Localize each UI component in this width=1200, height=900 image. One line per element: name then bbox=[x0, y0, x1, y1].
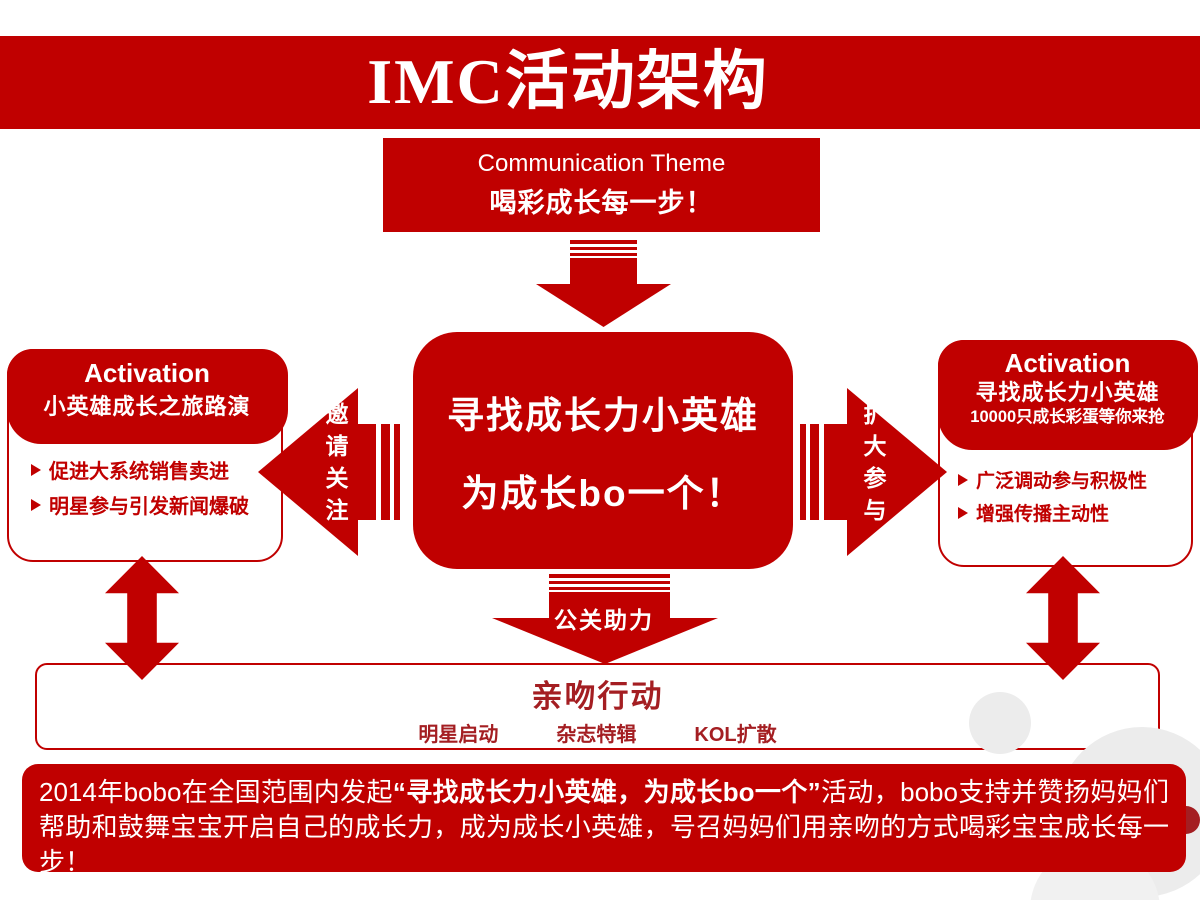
expand-arrow-label: 扩大参与 bbox=[860, 402, 886, 530]
bullet-arrow-icon bbox=[958, 473, 968, 486]
action-item: 明星启动 bbox=[418, 724, 499, 746]
bullet-text: 广泛调动参与积极性 bbox=[976, 471, 1148, 492]
left-panel-bullets: 促进大系统销售卖进 明星参与引发新闻爆破 bbox=[31, 455, 249, 519]
bullet-arrow-icon bbox=[31, 498, 41, 511]
summary-text-highlight: “寻找成长力小英雄，为成长bo一个” bbox=[392, 777, 821, 807]
summary-text-pre: 2014年bobo在全国范围内发起 bbox=[39, 777, 393, 807]
right-panel-title: Activation bbox=[1004, 347, 1131, 378]
communication-theme-box: Communication Theme 喝彩成长每一步！ bbox=[383, 138, 820, 232]
left-activation-panel: Activation 小英雄成长之旅路演 促进大系统销售卖进 明星参与引发新闻爆… bbox=[6, 348, 288, 562]
title-banner: IMC活动架构 bbox=[0, 36, 1200, 129]
right-panel-subtitle: 寻找成长力小英雄 bbox=[975, 379, 1160, 405]
left-panel-title: Activation bbox=[84, 357, 210, 388]
bullet-text: 促进大系统销售卖进 bbox=[49, 461, 229, 483]
right-panel-note: 10000只成长彩蛋等你来抢 bbox=[970, 407, 1165, 426]
bullet-item: 广泛调动参与积极性 bbox=[958, 466, 1147, 493]
bullet-item: 明星参与引发新闻爆破 bbox=[31, 490, 249, 519]
theme-label-cn: 喝彩成长每一步！ bbox=[489, 188, 714, 218]
action-box-items: 明星启动 杂志特辑 KOL扩散 bbox=[37, 718, 1158, 747]
left-panel-subtitle: 小英雄成长之旅路演 bbox=[43, 393, 251, 419]
center-message-box: 寻找成长力小英雄 为成长bo一个！ bbox=[413, 332, 793, 569]
right-panel-header: Activation 寻找成长力小英雄 10000只成长彩蛋等你来抢 bbox=[937, 339, 1198, 450]
action-box-title: 亲吻行动 bbox=[531, 679, 664, 714]
bullet-text: 明星参与引发新闻爆破 bbox=[49, 496, 249, 518]
right-panel-bullets: 广泛调动参与积极性 增强传播主动性 bbox=[958, 466, 1147, 526]
bullet-arrow-icon bbox=[31, 463, 41, 476]
left-panel-header: Activation 小英雄成长之旅路演 bbox=[6, 348, 288, 444]
pr-arrow-label: 公关助力 bbox=[554, 607, 654, 633]
campaign-summary-box: 2014年bobo在全国范围内发起“寻找成长力小英雄，为成长bo一个”活动，bo… bbox=[22, 764, 1186, 877]
invite-arrow-label: 邀请关注 bbox=[322, 402, 348, 530]
right-updown-arrow bbox=[1026, 556, 1100, 680]
bullet-text: 增强传播主动性 bbox=[976, 504, 1110, 525]
action-item: KOL扩散 bbox=[694, 724, 777, 746]
center-line-2: 为成长bo一个！ bbox=[461, 472, 745, 514]
action-item: 杂志特辑 bbox=[556, 724, 637, 746]
left-updown-arrow bbox=[105, 556, 179, 680]
bullet-item: 促进大系统销售卖进 bbox=[31, 455, 249, 484]
watermark-circle bbox=[969, 692, 1031, 754]
bullet-item: 增强传播主动性 bbox=[958, 499, 1147, 526]
bullet-arrow-icon bbox=[958, 506, 968, 519]
summary-text-post: 活动，bobo支持并赞扬妈妈们帮助和鼓舞宝宝开启自己的成长力，成为成长小英雄，号… bbox=[39, 777, 1169, 877]
theme-label-en: Communication Theme bbox=[477, 150, 726, 177]
center-line-1: 寻找成长力小英雄 bbox=[447, 394, 759, 436]
right-activation-panel: Activation 寻找成长力小英雄 10000只成长彩蛋等你来抢 广泛调动参… bbox=[937, 339, 1198, 567]
page-title: IMC活动架构 bbox=[367, 46, 769, 117]
